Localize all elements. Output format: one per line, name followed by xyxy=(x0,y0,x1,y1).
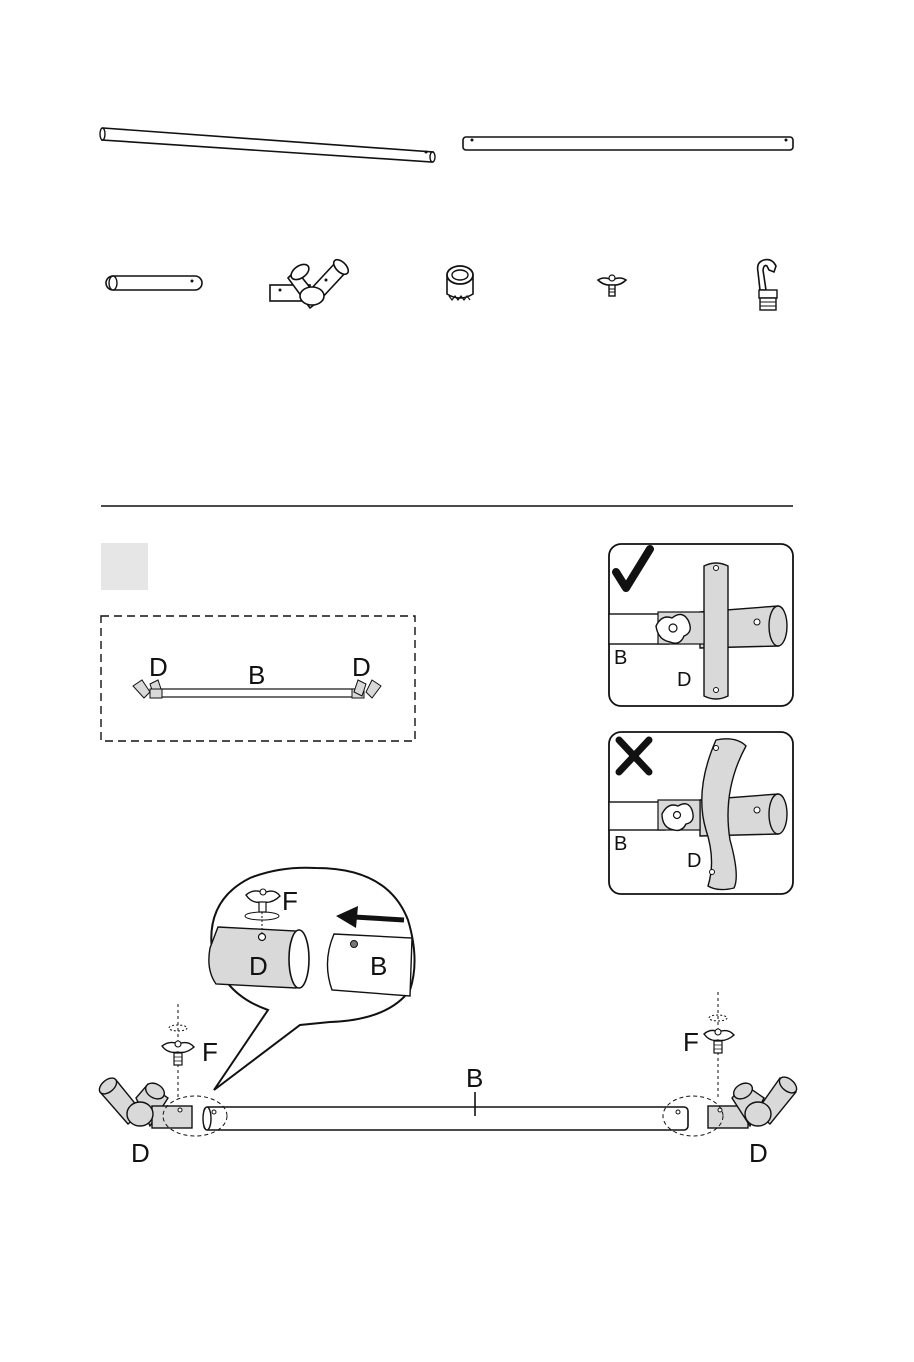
assembly-label-left-f: F xyxy=(202,1037,218,1067)
left-wing-screw-icon xyxy=(162,1004,194,1100)
overview-right-connector xyxy=(352,680,381,698)
assembly-label-right-d: D xyxy=(749,1138,768,1168)
overview-label-right-d: D xyxy=(352,652,371,682)
long-tube-icon xyxy=(463,137,793,150)
zoom-label-f: F xyxy=(282,886,298,916)
assembly-label-b: B xyxy=(466,1063,483,1093)
right-wing-screw-icon xyxy=(704,992,734,1100)
correct-label-b: B xyxy=(614,647,627,669)
short-tube-icon xyxy=(106,276,202,290)
step-number-box xyxy=(101,543,148,590)
correct-orientation-panel xyxy=(609,544,793,706)
correct-label-d: D xyxy=(677,669,691,691)
hook-icon xyxy=(758,260,777,310)
corner-connector-icon xyxy=(270,257,351,308)
wing-screw-icon xyxy=(598,275,626,296)
overview-left-connector xyxy=(133,680,162,698)
incorrect-label-b: B xyxy=(614,833,627,855)
long-pole-icon xyxy=(100,128,435,162)
assembly-label-right-f: F xyxy=(683,1027,699,1057)
zoom-label-b: B xyxy=(370,951,387,981)
assembly-label-left-d: D xyxy=(131,1138,150,1168)
overview-label-left-d: D xyxy=(149,652,168,682)
incorrect-label-d: D xyxy=(687,850,701,872)
clamp-ring-icon xyxy=(447,266,473,300)
zoom-label-d: D xyxy=(249,951,268,981)
overview-label-b: B xyxy=(248,660,265,690)
